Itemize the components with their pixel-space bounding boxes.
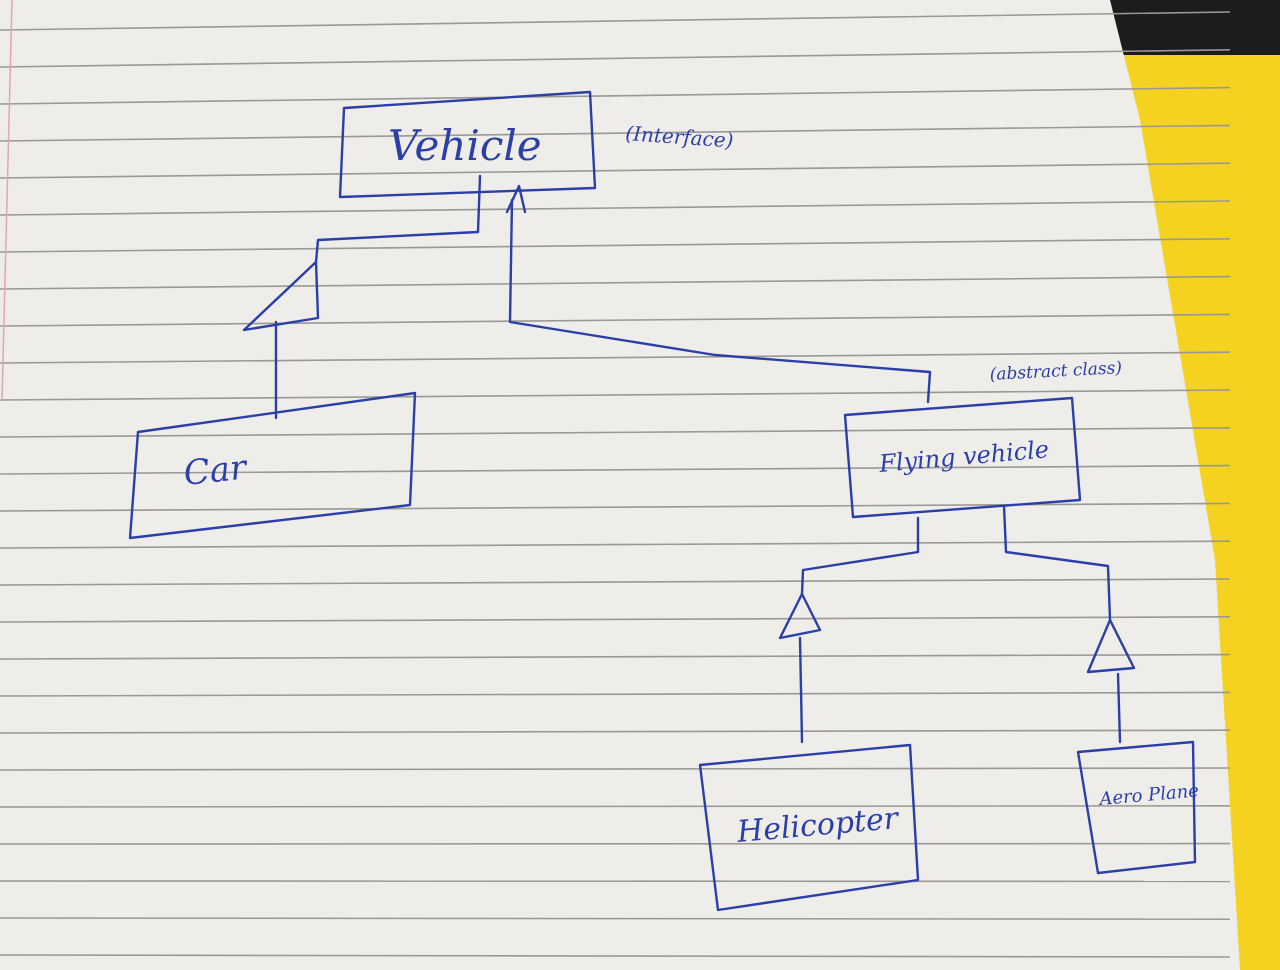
ruled-line (0, 653, 1231, 660)
ruled-line (0, 162, 1231, 179)
realization-arrowhead (505, 184, 527, 214)
helicopter-box (698, 743, 920, 912)
ruled-line (0, 578, 1231, 586)
edge-helicopter-flying (778, 516, 920, 744)
ruled-line (0, 351, 1231, 364)
edge-aeroplane-flying (1002, 504, 1136, 744)
ruled-line (0, 804, 1231, 808)
ruled-line (0, 691, 1231, 697)
aeroplane-inheritance-arrow (1086, 618, 1136, 674)
edge-flying-vehicle (505, 184, 932, 404)
ruled-line (0, 238, 1231, 253)
ruled-line (0, 49, 1231, 68)
ruled-line (0, 540, 1231, 549)
ruled-line (0, 313, 1231, 327)
ruled-line (0, 464, 1231, 475)
car-connector (314, 174, 482, 264)
ruled-line (0, 427, 1231, 438)
ruled-line (0, 917, 1231, 921)
helicopter-inheritance-arrow (778, 592, 822, 640)
helicopter-up-line (798, 636, 804, 744)
flying-vehicle-box (843, 396, 1082, 519)
aeroplane-connector (1002, 504, 1112, 622)
ruled-line (0, 275, 1231, 290)
ruled-line (0, 11, 1231, 31)
vehicle-label: Vehicle (388, 121, 542, 170)
helicopter-connector (800, 516, 920, 596)
ruled-line (0, 954, 1231, 958)
vehicle-box (338, 90, 597, 199)
flying-up-line (508, 198, 932, 404)
ruled-line (0, 767, 1231, 771)
node-car: Car (128, 391, 417, 540)
edge-car-vehicle (242, 174, 482, 420)
aeroplane-box (1076, 740, 1197, 875)
ruled-line (0, 729, 1231, 734)
car-box (128, 391, 417, 540)
ruled-line (0, 200, 1231, 216)
dark-corner (1100, 0, 1280, 55)
ruled-line (0, 389, 1231, 401)
margin-line (1, 0, 13, 401)
aeroplane-up-line (1116, 672, 1122, 744)
ruled-line (0, 124, 1231, 142)
ruled-lines (0, 11, 1231, 958)
ruled-line (0, 615, 1231, 623)
car-inheritance-arrow (242, 260, 320, 332)
car-label: Car (182, 447, 250, 494)
ruled-line (0, 86, 1231, 105)
